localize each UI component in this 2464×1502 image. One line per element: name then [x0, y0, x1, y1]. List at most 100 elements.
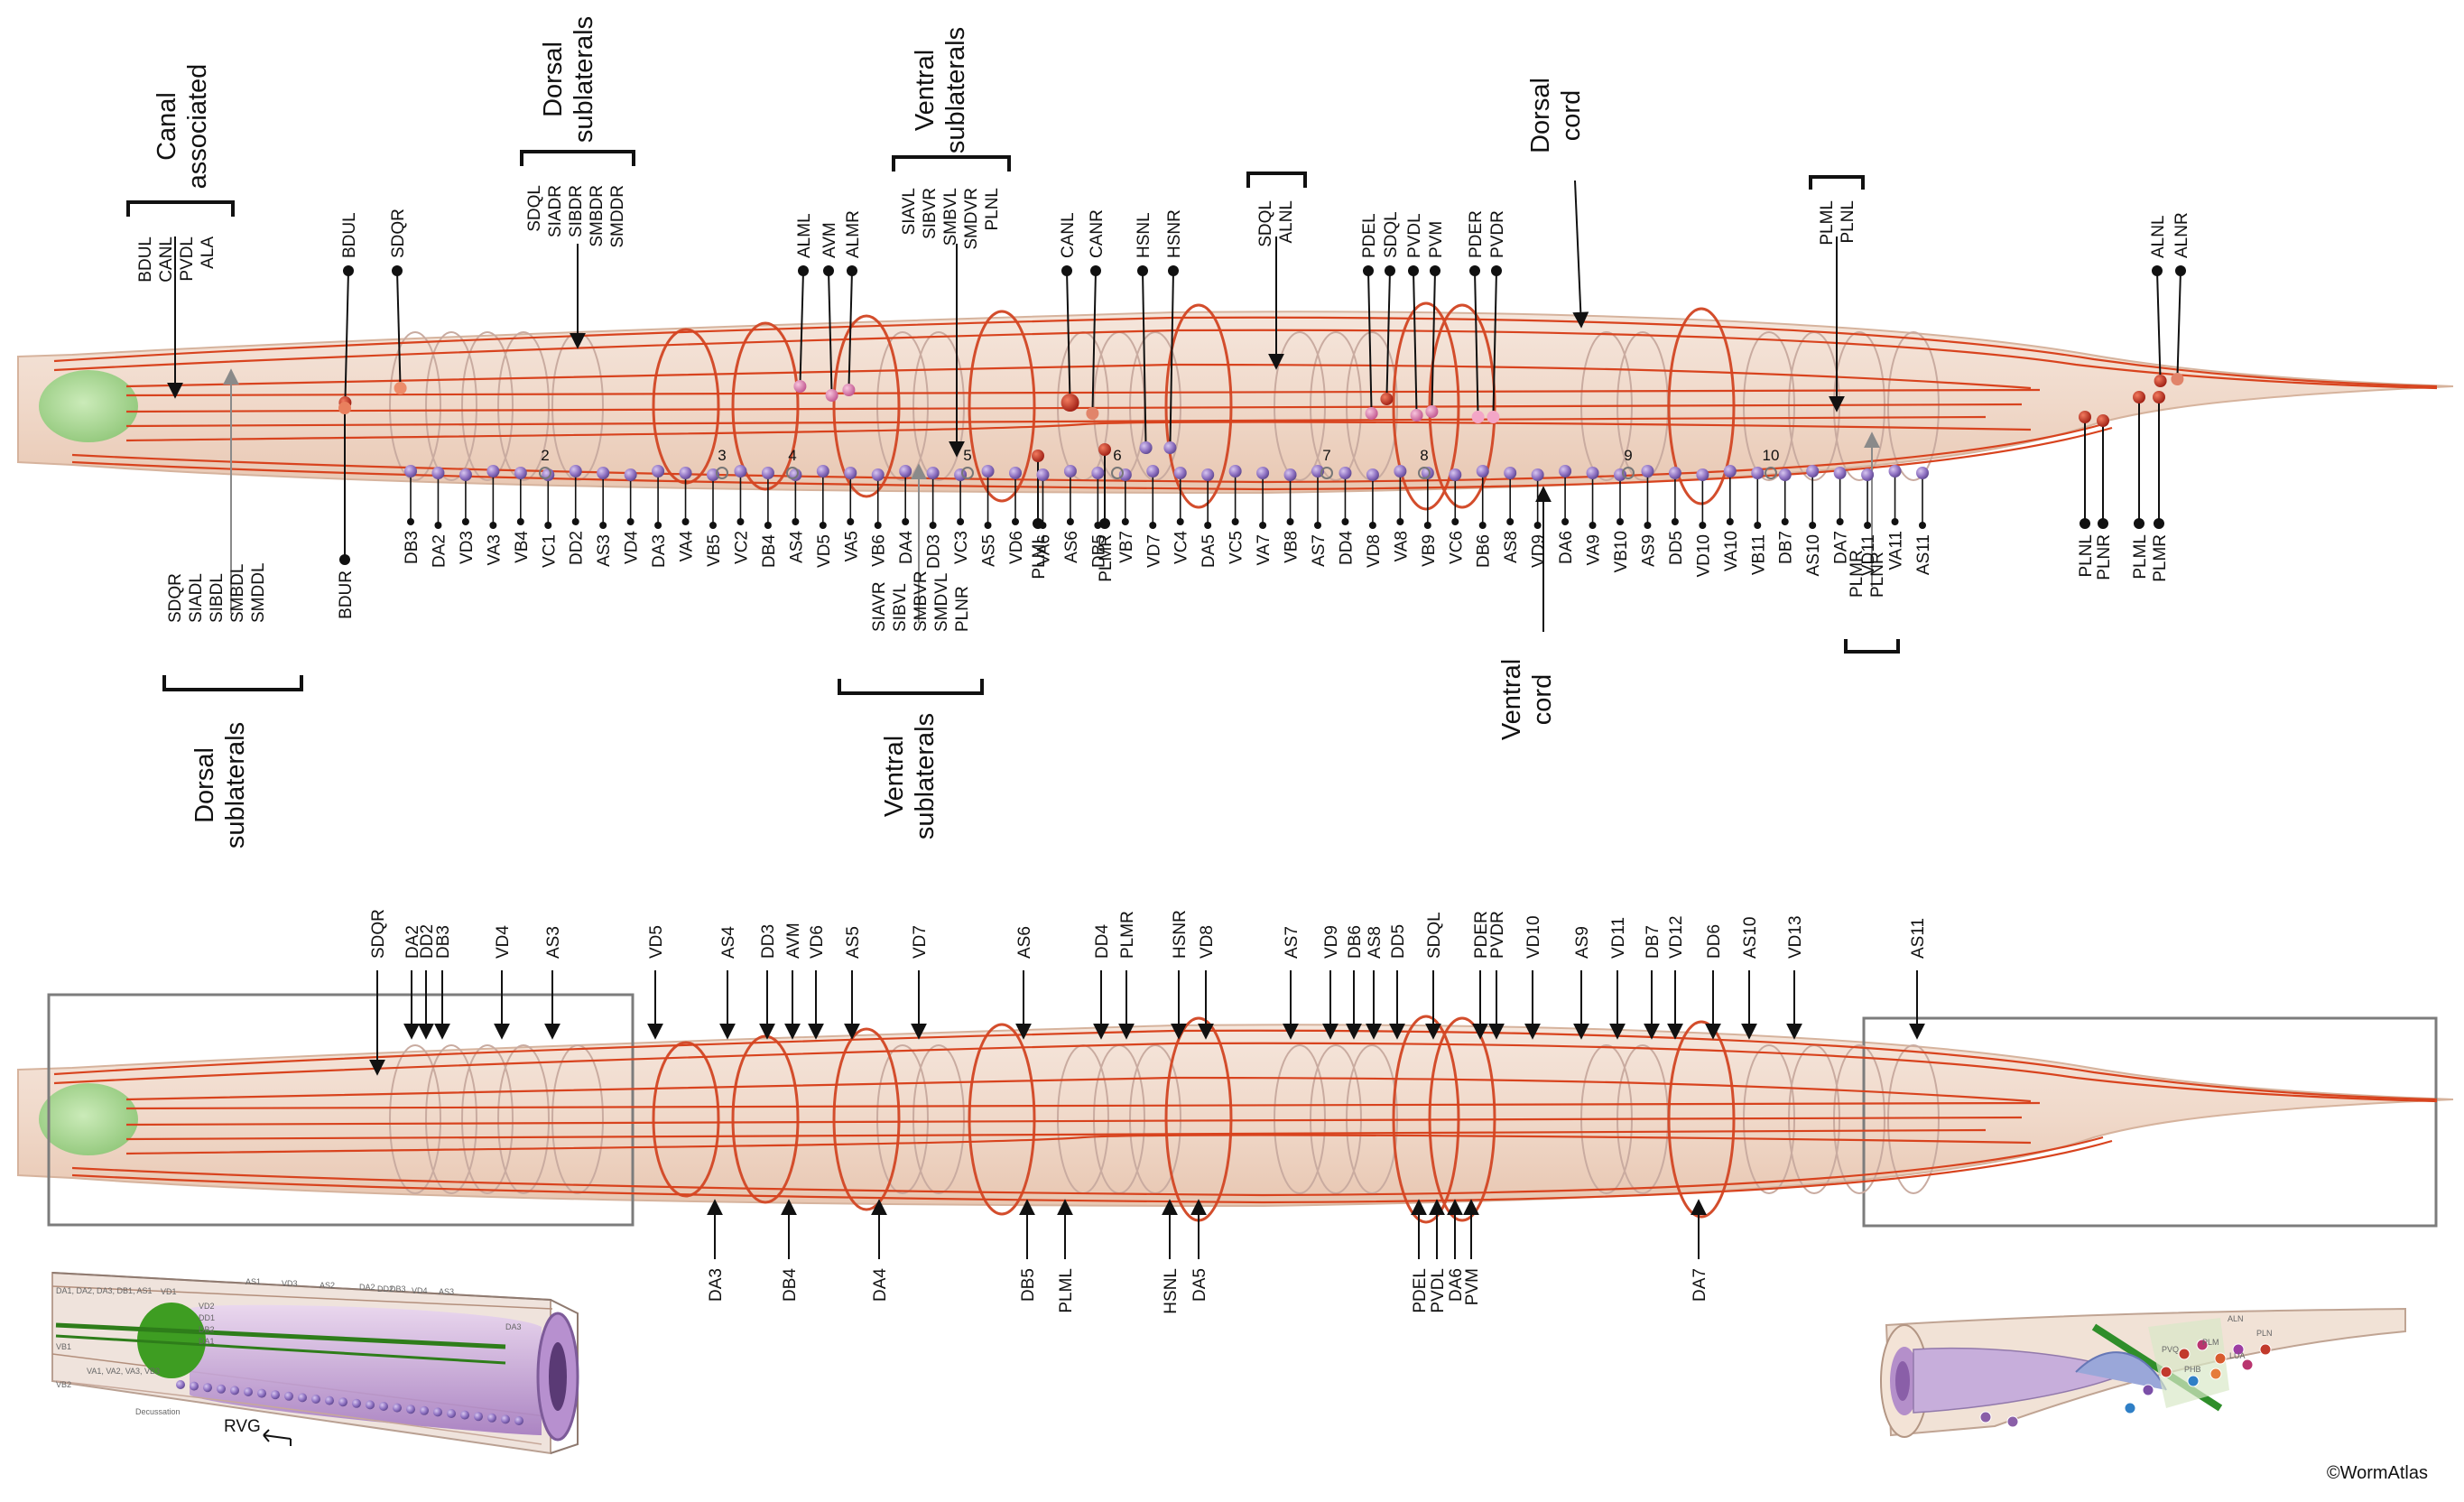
- mid-top-label-vd7: VD7: [911, 925, 930, 959]
- neuron-label-pvdr: PVDR: [1488, 210, 1507, 258]
- mid-top-as11: AS11: [1909, 918, 1928, 1038]
- svg-text:PLNL: PLNL: [1839, 200, 1857, 244]
- neuron-label-hsnr: HSNR: [1165, 209, 1184, 258]
- mid-top-label-db3: DB3: [434, 925, 453, 959]
- svg-text:VD2: VD2: [199, 1302, 215, 1311]
- mid-bottom-label-db4: DB4: [781, 1268, 800, 1302]
- left-inset-cell: [487, 1414, 496, 1423]
- landmark-number-2: 2: [541, 447, 549, 464]
- mid-top-label-as8: AS8: [1366, 926, 1385, 959]
- left-inset-cell: [271, 1390, 280, 1399]
- right-inset-cell: [2215, 1353, 2226, 1364]
- mid-top-as6: AS6: [1015, 926, 1034, 1038]
- vc-label-da3: DA3: [650, 534, 669, 568]
- left-inset-cell: [176, 1380, 185, 1389]
- vc-label-vc4: VC4: [1172, 531, 1191, 564]
- neuron-label-plml: PLML: [2131, 534, 2150, 579]
- svg-text:DA2: DA2: [359, 1283, 375, 1292]
- svg-text:DB3: DB3: [390, 1284, 406, 1293]
- mid-top-dd3: DD3: [759, 924, 778, 1038]
- mid-top-label-db6: DB6: [1346, 925, 1365, 959]
- left-inset-cell: [433, 1407, 442, 1416]
- mid-bottom-label-pvdl: PVDL: [1429, 1268, 1448, 1313]
- vc-label-va11: VA11: [1887, 531, 1906, 570]
- svg-text:BDUL: BDUL: [136, 236, 155, 283]
- vc-label-vd6: VD6: [1007, 531, 1026, 564]
- svg-text:SMDVL: SMDVL: [932, 573, 951, 632]
- mid-top-label-vd5: VD5: [647, 925, 666, 959]
- vc-label-vb9: VB9: [1420, 534, 1439, 567]
- neuron-label-pvdl: PVDL: [1405, 213, 1424, 258]
- mid-top-label-vd4: VD4: [494, 925, 513, 959]
- mid-bottom-label-da5: DA5: [1190, 1268, 1209, 1302]
- mid-top-vd7: VD7: [911, 925, 930, 1038]
- neuron-plnr-4: PLNR: [2095, 414, 2114, 580]
- vc-label-va3: VA3: [485, 534, 504, 566]
- svg-text:SIAVR: SIAVR: [870, 581, 889, 632]
- svg-text:DB2: DB2: [199, 1325, 215, 1334]
- svg-text:SMBDR: SMBDR: [588, 185, 607, 247]
- mid-top-vd13: VD13: [1786, 915, 1805, 1038]
- vc-neuron-vd11: VD11: [1859, 468, 1878, 576]
- landmark-number-5: 5: [963, 447, 971, 464]
- svg-text:Dorsal: Dorsal: [1526, 78, 1555, 153]
- svg-text:DA3: DA3: [505, 1322, 522, 1331]
- vc-label-vd3: VD3: [458, 531, 477, 564]
- svg-text:VB1: VB1: [56, 1342, 71, 1351]
- mid-top-label-db7: DB7: [1644, 925, 1663, 959]
- neuron-plml-5: PLML: [2131, 391, 2150, 579]
- svg-text:PVQ: PVQ: [2162, 1345, 2179, 1354]
- right-inset-cell: [2125, 1403, 2135, 1414]
- svg-text:Ventral: Ventral: [911, 50, 940, 131]
- vc-label-da6: DA6: [1557, 531, 1576, 564]
- vc-label-vc6: VC6: [1447, 531, 1466, 564]
- vc-label-as3: AS3: [595, 534, 614, 567]
- svg-text:PLML: PLML: [1818, 200, 1837, 246]
- vc-label-vb5: VB5: [705, 534, 724, 567]
- landmark-number-6: 6: [1113, 447, 1121, 464]
- rvg-arrow-icon: [264, 1430, 291, 1446]
- svg-text:DA1, DA2, DA3, DB1, AS1: DA1, DA2, DA3, DB1, AS1: [56, 1286, 153, 1295]
- mid-bottom-da4: DA4: [871, 1201, 890, 1302]
- left-inset-cell: [230, 1386, 239, 1395]
- neuron-label-plnl: PLNL: [2077, 534, 2096, 578]
- mid-bottom-db4: DB4: [781, 1201, 800, 1302]
- vc-label-vd5: VD5: [815, 534, 834, 568]
- dorsal-cord-label: Dorsal cord: [1526, 78, 1586, 327]
- svg-text:SDQR: SDQR: [166, 573, 185, 623]
- canal-associated-title-1: Canal: [153, 92, 181, 161]
- right-inset: ALN PLN PLM PVQ PHB LUA: [1881, 1309, 2405, 1437]
- svg-text:SIBVR: SIBVR: [921, 188, 940, 239]
- canal-associated-title-2: associated: [183, 64, 212, 190]
- svg-text:LUA: LUA: [2229, 1351, 2246, 1360]
- svg-text:PLN: PLN: [2256, 1329, 2273, 1338]
- mid-top-label-as9: AS9: [1573, 926, 1592, 959]
- left-inset-cell: [284, 1392, 293, 1401]
- svg-text:PLNL: PLNL: [983, 188, 1002, 231]
- vc-neuron-da7: DA7: [1832, 467, 1851, 564]
- landmark-number-7: 7: [1322, 447, 1330, 464]
- mid-top-label-as5: AS5: [844, 926, 863, 959]
- neuron-alnl: ALNL: [2149, 215, 2168, 387]
- mid-top-as3: AS3: [544, 926, 563, 1038]
- mid-top-plmr: PLMR: [1118, 911, 1137, 1038]
- mid-top-label-vd6: VD6: [808, 925, 827, 959]
- left-inset-cell: [311, 1395, 320, 1404]
- left-inset-cell: [203, 1383, 212, 1392]
- right-inset-cell: [2260, 1344, 2271, 1355]
- left-inset-cell: [406, 1405, 415, 1414]
- mid-top-label-vd10: VD10: [1524, 915, 1543, 959]
- mid-top-vd6: VD6: [808, 925, 827, 1038]
- vc-label-vb6: VB6: [870, 534, 889, 567]
- right-inset-cell: [2161, 1367, 2172, 1377]
- left-inset-cell: [298, 1393, 307, 1402]
- vc-label-da7: DA7: [1832, 531, 1851, 564]
- svg-text:SIBDR: SIBDR: [567, 185, 586, 237]
- left-inset-cell: [460, 1411, 469, 1420]
- neuron-label-alnl: ALNL: [2149, 215, 2168, 258]
- vc-label-vc2: VC2: [732, 531, 751, 564]
- mid-top-as4: AS4: [719, 926, 738, 1038]
- neuron-label-plnr: PLNR: [2095, 534, 2114, 580]
- vc-label-db4: DB4: [760, 534, 779, 568]
- mid-top-avm: AVM: [784, 923, 803, 1038]
